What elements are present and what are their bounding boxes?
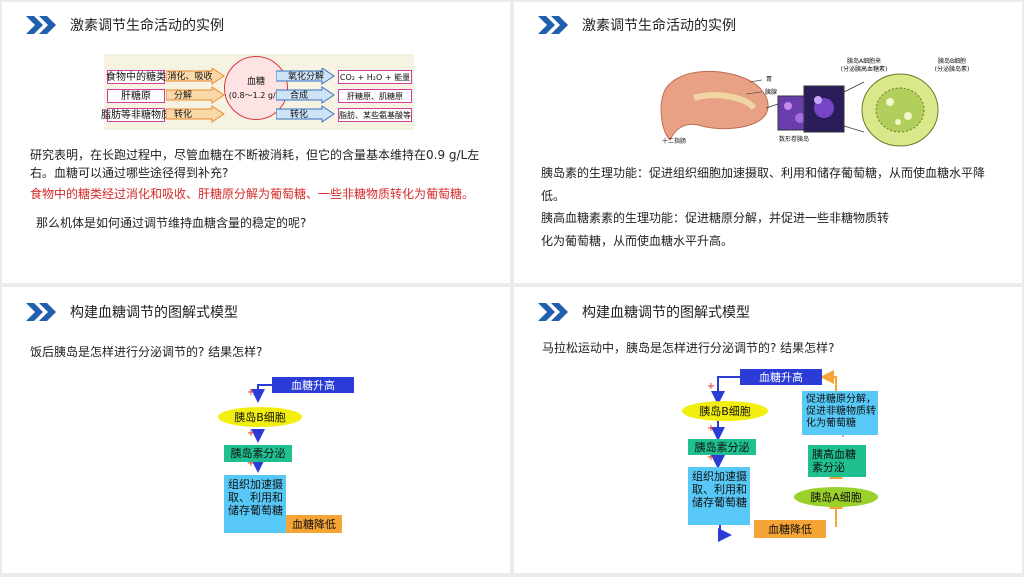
slide-1-title: 激素调节生命活动的实例 <box>70 18 224 34</box>
slide-1-header: 激素调节生命活动的实例 <box>26 14 224 36</box>
slide-2-glucagon-text-2: 化为葡萄糖，从而使血糖水平升高。 <box>541 234 734 248</box>
pancreas-label: 胰腺 <box>764 88 777 96</box>
s4-insulin-secretion: 胰岛素分泌 <box>688 439 756 455</box>
a-cell-label: 胰岛A细胞来 (分泌胰高血糖素) <box>840 58 888 73</box>
liver-glycogen-box: 肝糖原 <box>107 89 165 103</box>
s4-plus-2: + <box>706 422 716 434</box>
slide-3[interactable]: 构建血糖调节的图解式模型 饭后胰岛是怎样进行分泌调节的? 结果怎样? + + +… <box>2 287 510 573</box>
s4-tissue-uptake: 组织加速摄取、利用和储存葡萄糖 <box>688 467 750 525</box>
s3-plus-1: + <box>246 386 256 398</box>
oxidize-label: 氧化分解 <box>287 71 324 82</box>
blood-sugar-diagram: 食物中的糖类 肝糖原 脂肪等非糖物质 消化、吸收 分解 转化 血糖 (0.8～1… <box>101 54 414 130</box>
s3-insulin-secretion: 胰岛素分泌 <box>224 445 292 462</box>
slide-2-header: 激素调节生命活动的实例 <box>538 14 736 36</box>
slide-4-title: 构建血糖调节的图解式模型 <box>582 305 750 321</box>
slide-1-para-1: 研究表明，在长跑过程中，尽管血糖在不断被消耗，但它的含量基本维持在0.9 g/L… <box>30 148 480 180</box>
slide-1[interactable]: 激素调节生命活动的实例 食物中的糖类 肝糖原 脂肪等非糖物质 消化、吸收 分解 … <box>2 2 510 283</box>
slide-2[interactable]: 激素调节生命活动的实例 <box>514 2 1022 283</box>
fat-box: 脂肪、某些氨基酸等 <box>338 108 412 122</box>
slide-2-insulin-text: 胰岛素的生理功能：促进组织细胞加速摄取、利用和储存葡萄糖，从而使血糖水平降低。 <box>541 166 986 203</box>
b-cell-label: 胰岛B细胞 (分泌胰岛素) <box>934 58 970 73</box>
slide-2-title: 激素调节生命活动的实例 <box>582 18 736 34</box>
s3-blood-sugar-rise: 血糖升高 <box>272 377 354 393</box>
s4-b-cell: 胰岛B细胞 <box>682 401 768 421</box>
s4-glucagon-secretion: 胰高血糖素分泌 <box>808 445 866 477</box>
slide-1-para-3: 那么机体是如何通过调节维持血糖含量的稳定的呢? <box>36 216 307 230</box>
s4-blood-sugar-rise: 血糖升高 <box>740 369 822 385</box>
right-arrows <box>276 68 335 123</box>
slide-4[interactable]: 构建血糖调节的图解式模型 马拉松运动中，胰岛是怎样进行分泌调节的? 结果怎样? … <box>514 287 1022 573</box>
blood-sugar-label: 血糖 <box>246 76 265 87</box>
s4-blood-sugar-fall: 血糖降低 <box>754 520 826 538</box>
slide-3-header: 构建血糖调节的图解式模型 <box>26 301 238 323</box>
digest-label: 消化、吸收 <box>167 71 213 82</box>
s3-tissue-uptake: 组织加速摄取、利用和储存葡萄糖 <box>224 475 286 533</box>
duodenum-label: 十二指肠 <box>661 137 686 145</box>
synthesize-label: 合成 <box>289 90 308 101</box>
slide-1-answer: 食物中的糖类经过消化和吸收、肝糖原分解为葡萄糖、一些非糖物质转化为葡萄糖。 <box>30 187 475 201</box>
decompose-label: 分解 <box>173 90 192 101</box>
s3-blood-sugar-fall: 血糖降低 <box>286 515 342 533</box>
pancreas-illustration: 胃 胰腺 十二指肠 数形卷胰岛 胰岛A细胞来 (分泌胰高血糖素) 胰岛B细胞 (… <box>654 52 984 148</box>
s4-plus-3: + <box>706 451 716 463</box>
stomach-label: 胃 <box>765 75 772 83</box>
food-sugar-box: 食物中的糖类 <box>106 70 166 84</box>
islets-label: 数形卷胰岛 <box>778 135 809 143</box>
s4-a-cell: 胰岛A细胞 <box>794 487 878 507</box>
s3-plus-2: + <box>246 427 256 439</box>
s3-b-cell: 胰岛B细胞 <box>218 407 302 427</box>
convert-label: 转化 <box>173 109 192 120</box>
slide-4-header: 构建血糖调节的图解式模型 <box>538 301 750 323</box>
slide-3-arrows <box>251 384 272 473</box>
slide-3-title: 构建血糖调节的图解式模型 <box>70 305 238 321</box>
slide-2-glucagon-text-1: 胰高血糖素素的生理功能：促进糖原分解，并促进一些非糖物质转 <box>541 211 890 225</box>
s3-plus-3: + <box>246 457 256 469</box>
s4-promote-gluconeogenesis: 促进糖原分解，促进非糖物质转化为葡萄糖 <box>802 391 878 435</box>
glycogen-box: 肝糖原、肌糖原 <box>338 89 412 103</box>
transform-label: 转化 <box>289 109 308 120</box>
left-arrows <box>166 68 225 123</box>
s4-plus-1: + <box>706 380 716 392</box>
blood-sugar-range: (0.8～1.2 g/L) <box>228 90 284 100</box>
chevron-icon <box>26 16 60 34</box>
slide-4-question: 马拉松运动中，胰岛是怎样进行分泌调节的? 结果怎样? <box>542 341 835 355</box>
pancreas-image <box>660 70 939 147</box>
slide-3-question: 饭后胰岛是怎样进行分泌调节的? 结果怎样? <box>30 345 263 359</box>
co2-box: CO₂ + H₂O + 能量 <box>338 70 412 84</box>
nonsugar-box: 脂肪等非糖物质 <box>101 108 171 122</box>
chevron-icon <box>538 16 572 34</box>
